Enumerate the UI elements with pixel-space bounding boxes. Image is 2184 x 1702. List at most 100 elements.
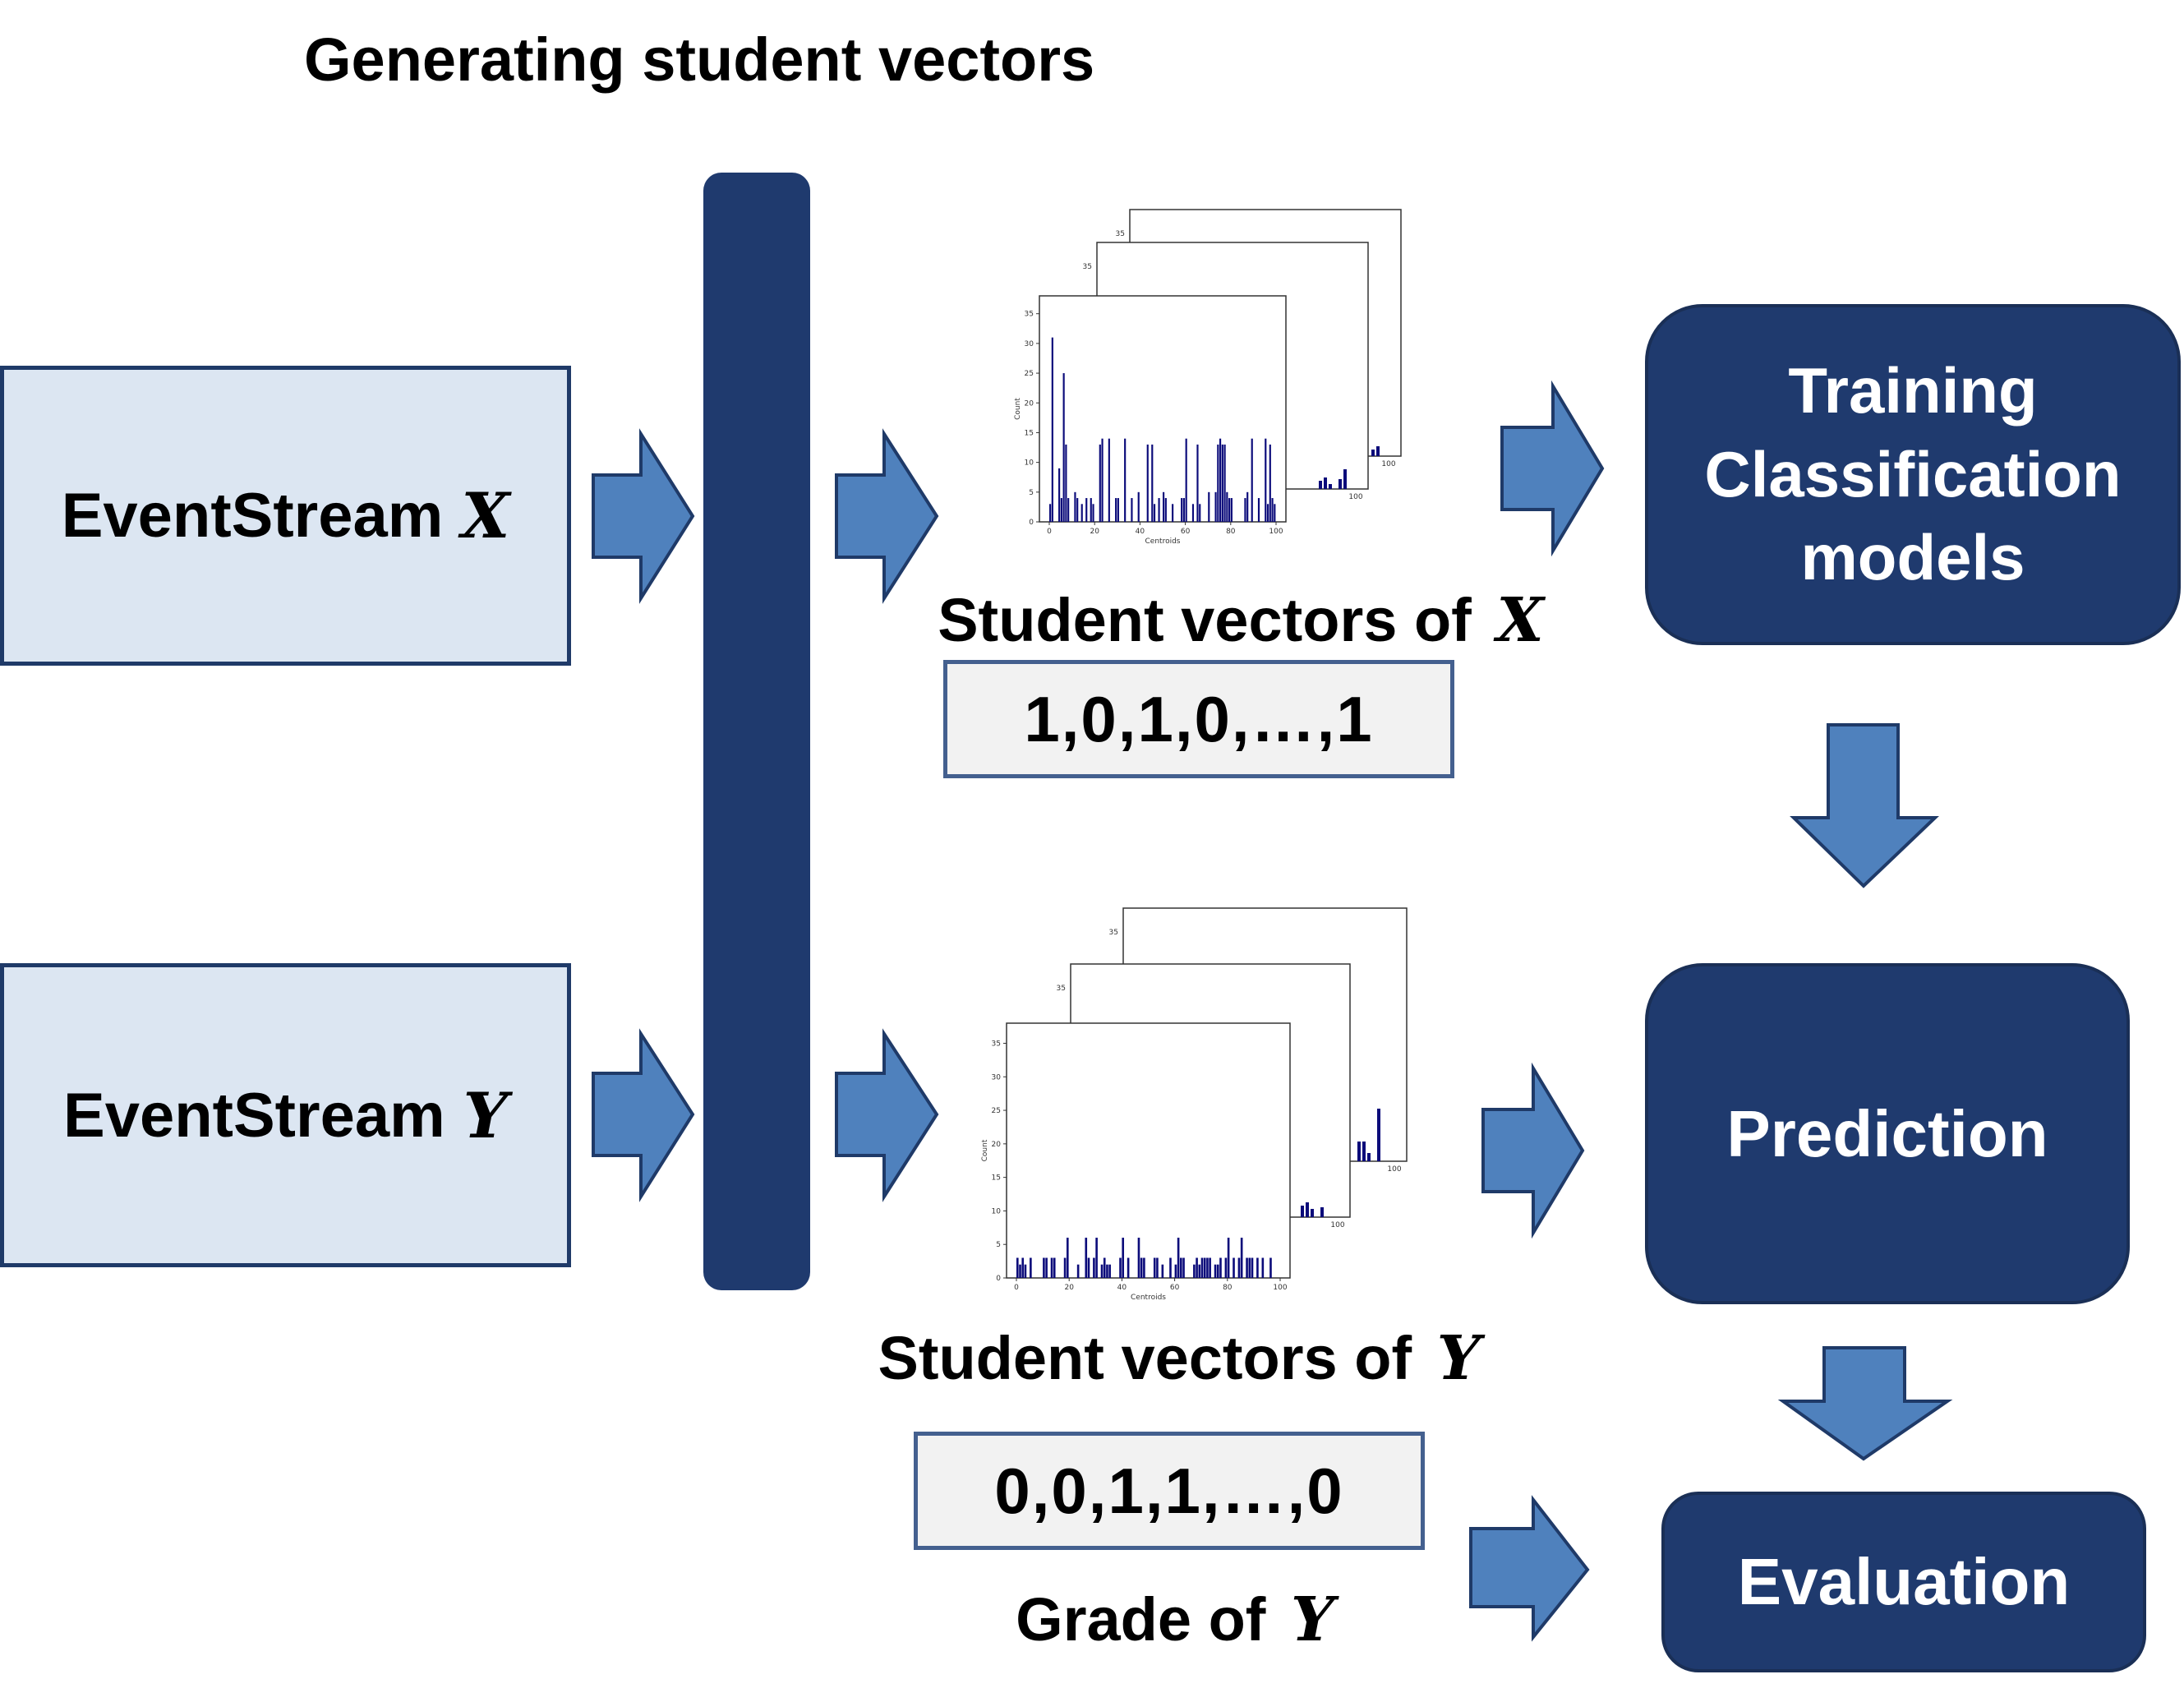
histogram-bar	[1237, 1257, 1241, 1278]
histogram-bar	[1216, 1264, 1219, 1278]
histogram-bar	[1153, 1257, 1156, 1278]
back-frame-x-tick: 100	[1348, 493, 1362, 501]
grade-y-label: Grade of Y	[1016, 1584, 1334, 1655]
histogram-bar	[1156, 1257, 1159, 1278]
histogram-bar	[1053, 1257, 1056, 1278]
histogram-bar	[1019, 1264, 1021, 1278]
student-vectors-y-value: 0,0,1,1,…,0	[914, 1432, 1425, 1550]
student-vectors-x-label: Student vectors of X	[938, 585, 1544, 656]
y-tick-label: 5	[1029, 489, 1034, 497]
histogram-bar	[1131, 498, 1133, 522]
histogram-bar	[1200, 1257, 1204, 1278]
histogram-bar	[1265, 438, 1267, 522]
histogram-bar	[1174, 1264, 1177, 1278]
histogram-bar	[1045, 1257, 1048, 1278]
x-tick-label: 20	[1064, 1284, 1074, 1292]
diagram-title: Generating student vectors	[304, 25, 1095, 94]
eventstream-x-variable: X	[461, 479, 510, 552]
histogram-bar	[1074, 491, 1076, 522]
histogram-bar	[1100, 1264, 1104, 1278]
x-tick-label: 0	[1014, 1284, 1019, 1292]
prediction-box: Prediction	[1645, 963, 2130, 1304]
eventstream-y-variable: Y	[463, 1078, 508, 1152]
histogram-bar	[1177, 1238, 1180, 1278]
x-tick-label: 60	[1170, 1284, 1180, 1292]
histogram-bar	[1182, 1257, 1185, 1278]
arrow-histy-to-prediction	[1481, 1062, 1585, 1239]
histogram-bar	[1181, 498, 1183, 522]
arrow-histx-to-training	[1500, 380, 1605, 557]
histogram-bar	[1223, 444, 1226, 522]
histogram-bar	[1169, 1257, 1172, 1278]
vector-generator-bar	[703, 173, 810, 1290]
histogram-bar	[1224, 1257, 1228, 1278]
back-frame-y-tick: 35	[1057, 985, 1066, 993]
histogram-bar	[1193, 1264, 1196, 1278]
histogram-bar	[1085, 498, 1088, 522]
arrow-bar-to-histx	[835, 428, 939, 604]
histogram-bar	[1227, 1238, 1230, 1278]
y-tick-label: 15	[1025, 429, 1034, 437]
histogram-bar	[1099, 444, 1101, 522]
y-tick-label: 35	[1025, 311, 1034, 319]
y-tick-label: 30	[1025, 340, 1034, 348]
histogram-bar	[1137, 1238, 1140, 1278]
histogram-bar	[1016, 1257, 1019, 1278]
histogram-bar	[1058, 468, 1061, 522]
histogram-bar	[1248, 1257, 1251, 1278]
histogram-bar	[1251, 1257, 1254, 1278]
x-tick-label: 80	[1223, 1284, 1233, 1292]
back-frame-y-tick: 35	[1116, 230, 1125, 238]
histogram-bar	[1214, 1264, 1217, 1278]
histogram-bar	[1076, 1264, 1080, 1278]
arrow-grade-to-evaluation	[1469, 1495, 1590, 1642]
histogram-bar	[1103, 1257, 1106, 1278]
arrow-x-to-bar	[592, 428, 695, 604]
y-tick-label: 5	[996, 1241, 1001, 1249]
histogram-bar	[1043, 1257, 1045, 1278]
back-frame-bar	[1357, 1142, 1361, 1161]
histogram-bar	[1093, 1257, 1095, 1278]
histogram-bar	[1063, 1257, 1067, 1278]
y-tick-label: 35	[992, 1040, 1001, 1048]
histogram-bar	[1271, 498, 1274, 522]
histogram-bar	[1051, 337, 1053, 522]
eventstream-y-box: EventStream Y	[0, 963, 571, 1267]
histogram-bar	[1024, 1264, 1027, 1278]
histogram-bar	[1050, 1257, 1053, 1278]
histogram-bar	[1261, 1257, 1265, 1278]
histogram-bar	[1108, 1264, 1111, 1278]
eventstream-x-box: EventStream X	[0, 366, 571, 666]
histogram-bar	[1226, 491, 1228, 522]
histogram-bar	[1076, 498, 1079, 522]
y-axis-label: Count	[981, 1139, 989, 1161]
histogram-bar	[1080, 504, 1083, 522]
histogram-bar	[1106, 1264, 1108, 1278]
x-tick-label: 40	[1136, 528, 1145, 536]
histogram-bar	[1180, 1257, 1182, 1278]
histogram-bar	[1219, 438, 1222, 522]
histogram-bar	[1153, 504, 1156, 522]
back-frame-bar	[1371, 450, 1375, 456]
histogram-bar	[1230, 498, 1233, 522]
y-tick-label: 30	[992, 1073, 1002, 1082]
histogram-bar	[1208, 491, 1210, 522]
histogram-bar	[1122, 1238, 1125, 1278]
y-tick-label: 25	[992, 1107, 1001, 1115]
histogram-bar	[1140, 1257, 1143, 1278]
histogram-bar	[1196, 1257, 1198, 1278]
y-axis-label: Count	[1014, 398, 1022, 420]
training-line-3: models	[1800, 521, 2025, 594]
back-frame-bar	[1343, 469, 1347, 489]
back-frame-bar	[1324, 477, 1327, 489]
histogram-bar	[1269, 1257, 1272, 1278]
x-axis-label: Centroids	[1131, 1294, 1166, 1302]
histogram-bar	[1087, 1257, 1090, 1278]
back-frame-y-tick: 35	[1083, 263, 1092, 271]
back-frame-x-tick: 100	[1381, 460, 1395, 468]
eventstream-y-label: EventStream	[63, 1080, 445, 1151]
arrow-bar-to-histy	[835, 1028, 939, 1202]
arrow-training-to-prediction	[1790, 723, 1939, 888]
